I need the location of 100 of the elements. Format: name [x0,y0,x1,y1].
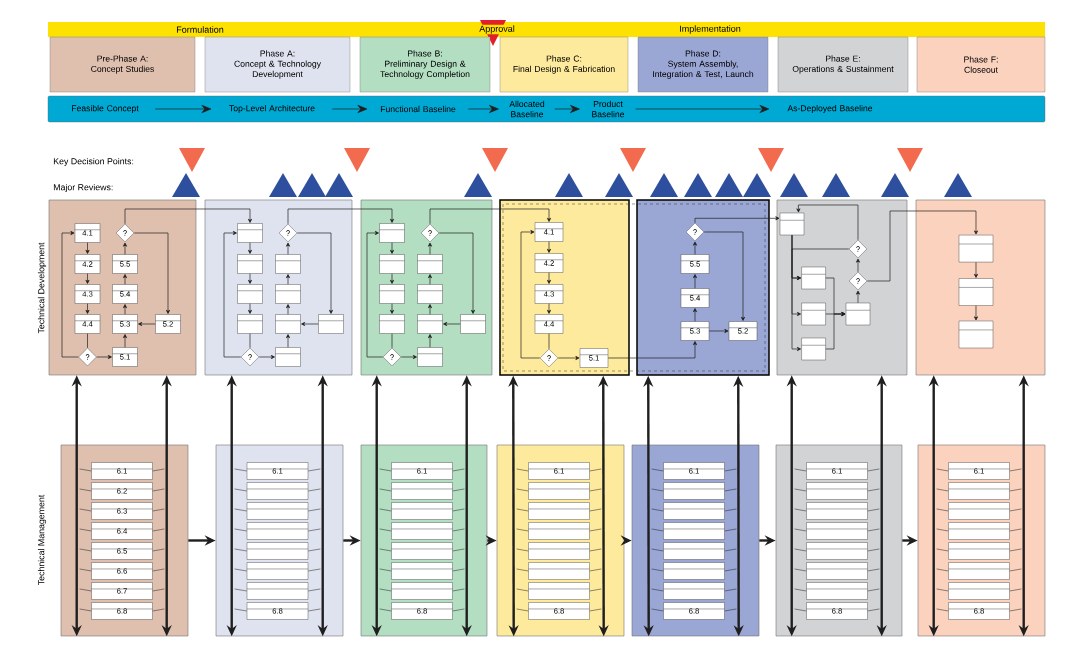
process-box [275,314,301,334]
process-box [246,482,309,500]
rung-line [79,508,92,512]
rung-line [936,468,949,472]
arrow [124,208,252,225]
rung-line [794,588,807,592]
process-box [528,482,590,500]
arrow [703,231,745,321]
arrow [856,290,860,304]
arrow [693,274,697,289]
rung-line [1009,548,1022,552]
arrow [85,303,90,314]
rung-line [452,508,465,512]
rung-line [307,548,321,552]
process-box [806,522,868,540]
arrow [400,355,417,359]
arrow [428,334,432,348]
rung-line [651,488,664,492]
rung-line [516,568,529,572]
rung-line [651,588,664,592]
rung-line [936,568,949,572]
rung-line [516,468,529,472]
process-box [379,284,405,304]
rung-line [452,528,465,532]
arrow [825,312,846,350]
rung-line [152,508,165,512]
rung-line [651,468,664,472]
arrow [428,304,432,315]
rung-line [516,588,529,592]
arrow [791,234,801,351]
row-label: Technical Management [37,494,47,586]
process-box [948,582,1010,600]
process-box [806,562,868,580]
arrow [123,242,127,255]
rung-line [79,468,92,472]
bar-label: Formulation [175,25,225,34]
rung-line [307,608,321,612]
process-box [948,562,1010,580]
rung-line [589,488,602,492]
rung-line [452,608,465,612]
arrow [796,204,859,241]
rung-line [724,588,737,592]
phase-box: Phase A: Concept & Technology Development [204,36,351,93]
process-box [806,482,868,500]
process-box [958,234,994,263]
rung-line [724,548,737,552]
rung-line [589,528,602,532]
arrow [287,208,394,225]
rung-line [651,528,664,532]
rung-line [452,568,465,572]
rung-line [234,528,248,532]
arrow [547,303,551,314]
rung-line [307,508,321,512]
rung-line [234,468,248,472]
rung-line [589,608,602,612]
row-label: Key Decision Points: [53,157,134,167]
process-box [391,562,453,580]
rung-line [379,608,392,612]
rung-line [936,608,949,612]
phase-box: Phase E: Operations & Sustainment [777,36,909,93]
arrow [286,334,290,348]
rung-line [589,588,602,592]
row-label: Technical Development [37,242,47,334]
rung-line [307,528,321,532]
arrow [428,274,432,285]
arrow [974,261,978,278]
process-box [948,522,1010,540]
connector-line [391,333,393,349]
arrow [390,273,394,284]
rung-line [724,488,737,492]
rung-line [794,508,807,512]
rung-line [79,528,92,532]
rung-line [152,488,165,492]
rung-line [452,548,465,552]
arrow [331,104,368,114]
rung-line [234,548,248,552]
arrow [693,308,697,322]
arrow [366,231,384,358]
rung-line [379,528,392,532]
arrow [85,273,90,284]
rung-line [589,508,602,512]
row-label: Major Reviews: [53,183,113,193]
process-box [948,502,1010,520]
process-box [379,254,405,274]
rung-line [452,588,465,592]
rung-line [936,588,949,592]
rung-line [794,568,807,572]
process-box [237,284,263,304]
rung-line [589,468,602,472]
rung-line [936,488,949,492]
process-box [391,502,453,520]
rung-line [936,528,949,532]
rung-line [651,608,664,612]
rung-line [1009,608,1022,612]
bar-label: Implementation [678,24,742,35]
process-box [948,542,1010,560]
arrow [248,303,252,314]
arrow [693,241,697,255]
process-box [801,337,826,361]
rung-line [516,508,529,512]
